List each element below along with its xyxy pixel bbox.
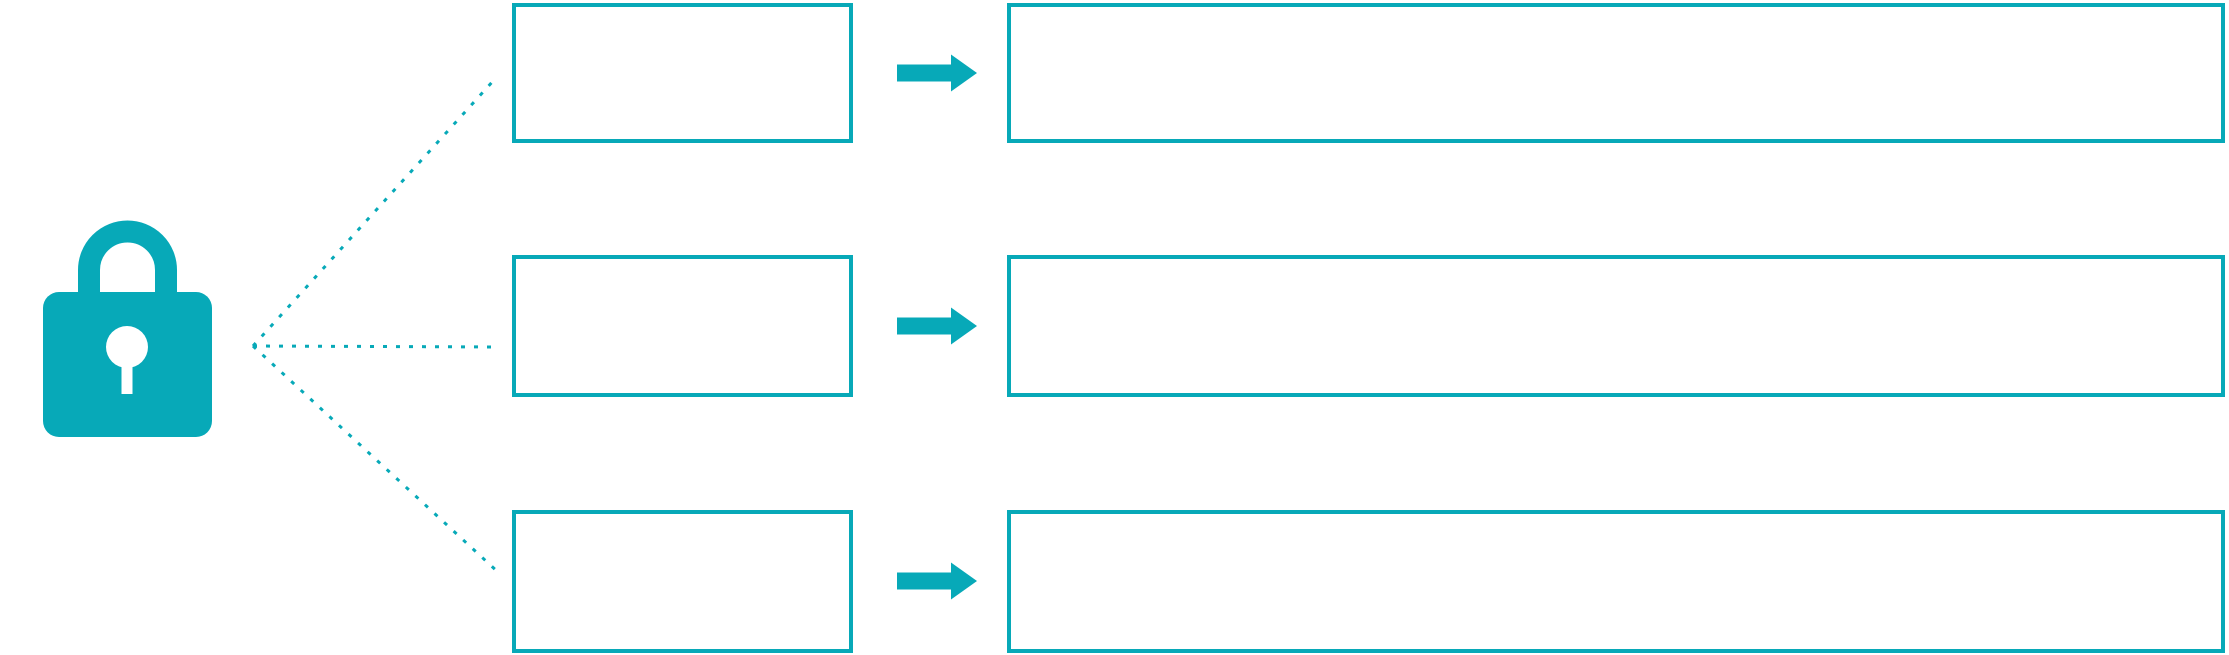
label-box-2 (512, 255, 853, 397)
dotted-connectors (251, 78, 501, 575)
detail-box-2 (1007, 255, 2225, 397)
dotted-connector-middle (252, 344, 501, 349)
lock-icon (43, 220, 212, 437)
keyhole-icon (106, 326, 148, 368)
dotted-connector-bottom (251, 344, 501, 575)
arrow-right-icon-row-2 (897, 307, 977, 345)
detail-box-1 (1007, 3, 2225, 143)
label-box-3 (512, 510, 853, 653)
arrow-right-icon-row-3 (897, 562, 977, 600)
row-arrows (897, 54, 977, 600)
label-box-1 (512, 3, 853, 143)
dotted-connector-top (251, 78, 496, 348)
detail-box-3 (1007, 510, 2225, 653)
arrow-right-icon-row-1 (897, 54, 977, 92)
